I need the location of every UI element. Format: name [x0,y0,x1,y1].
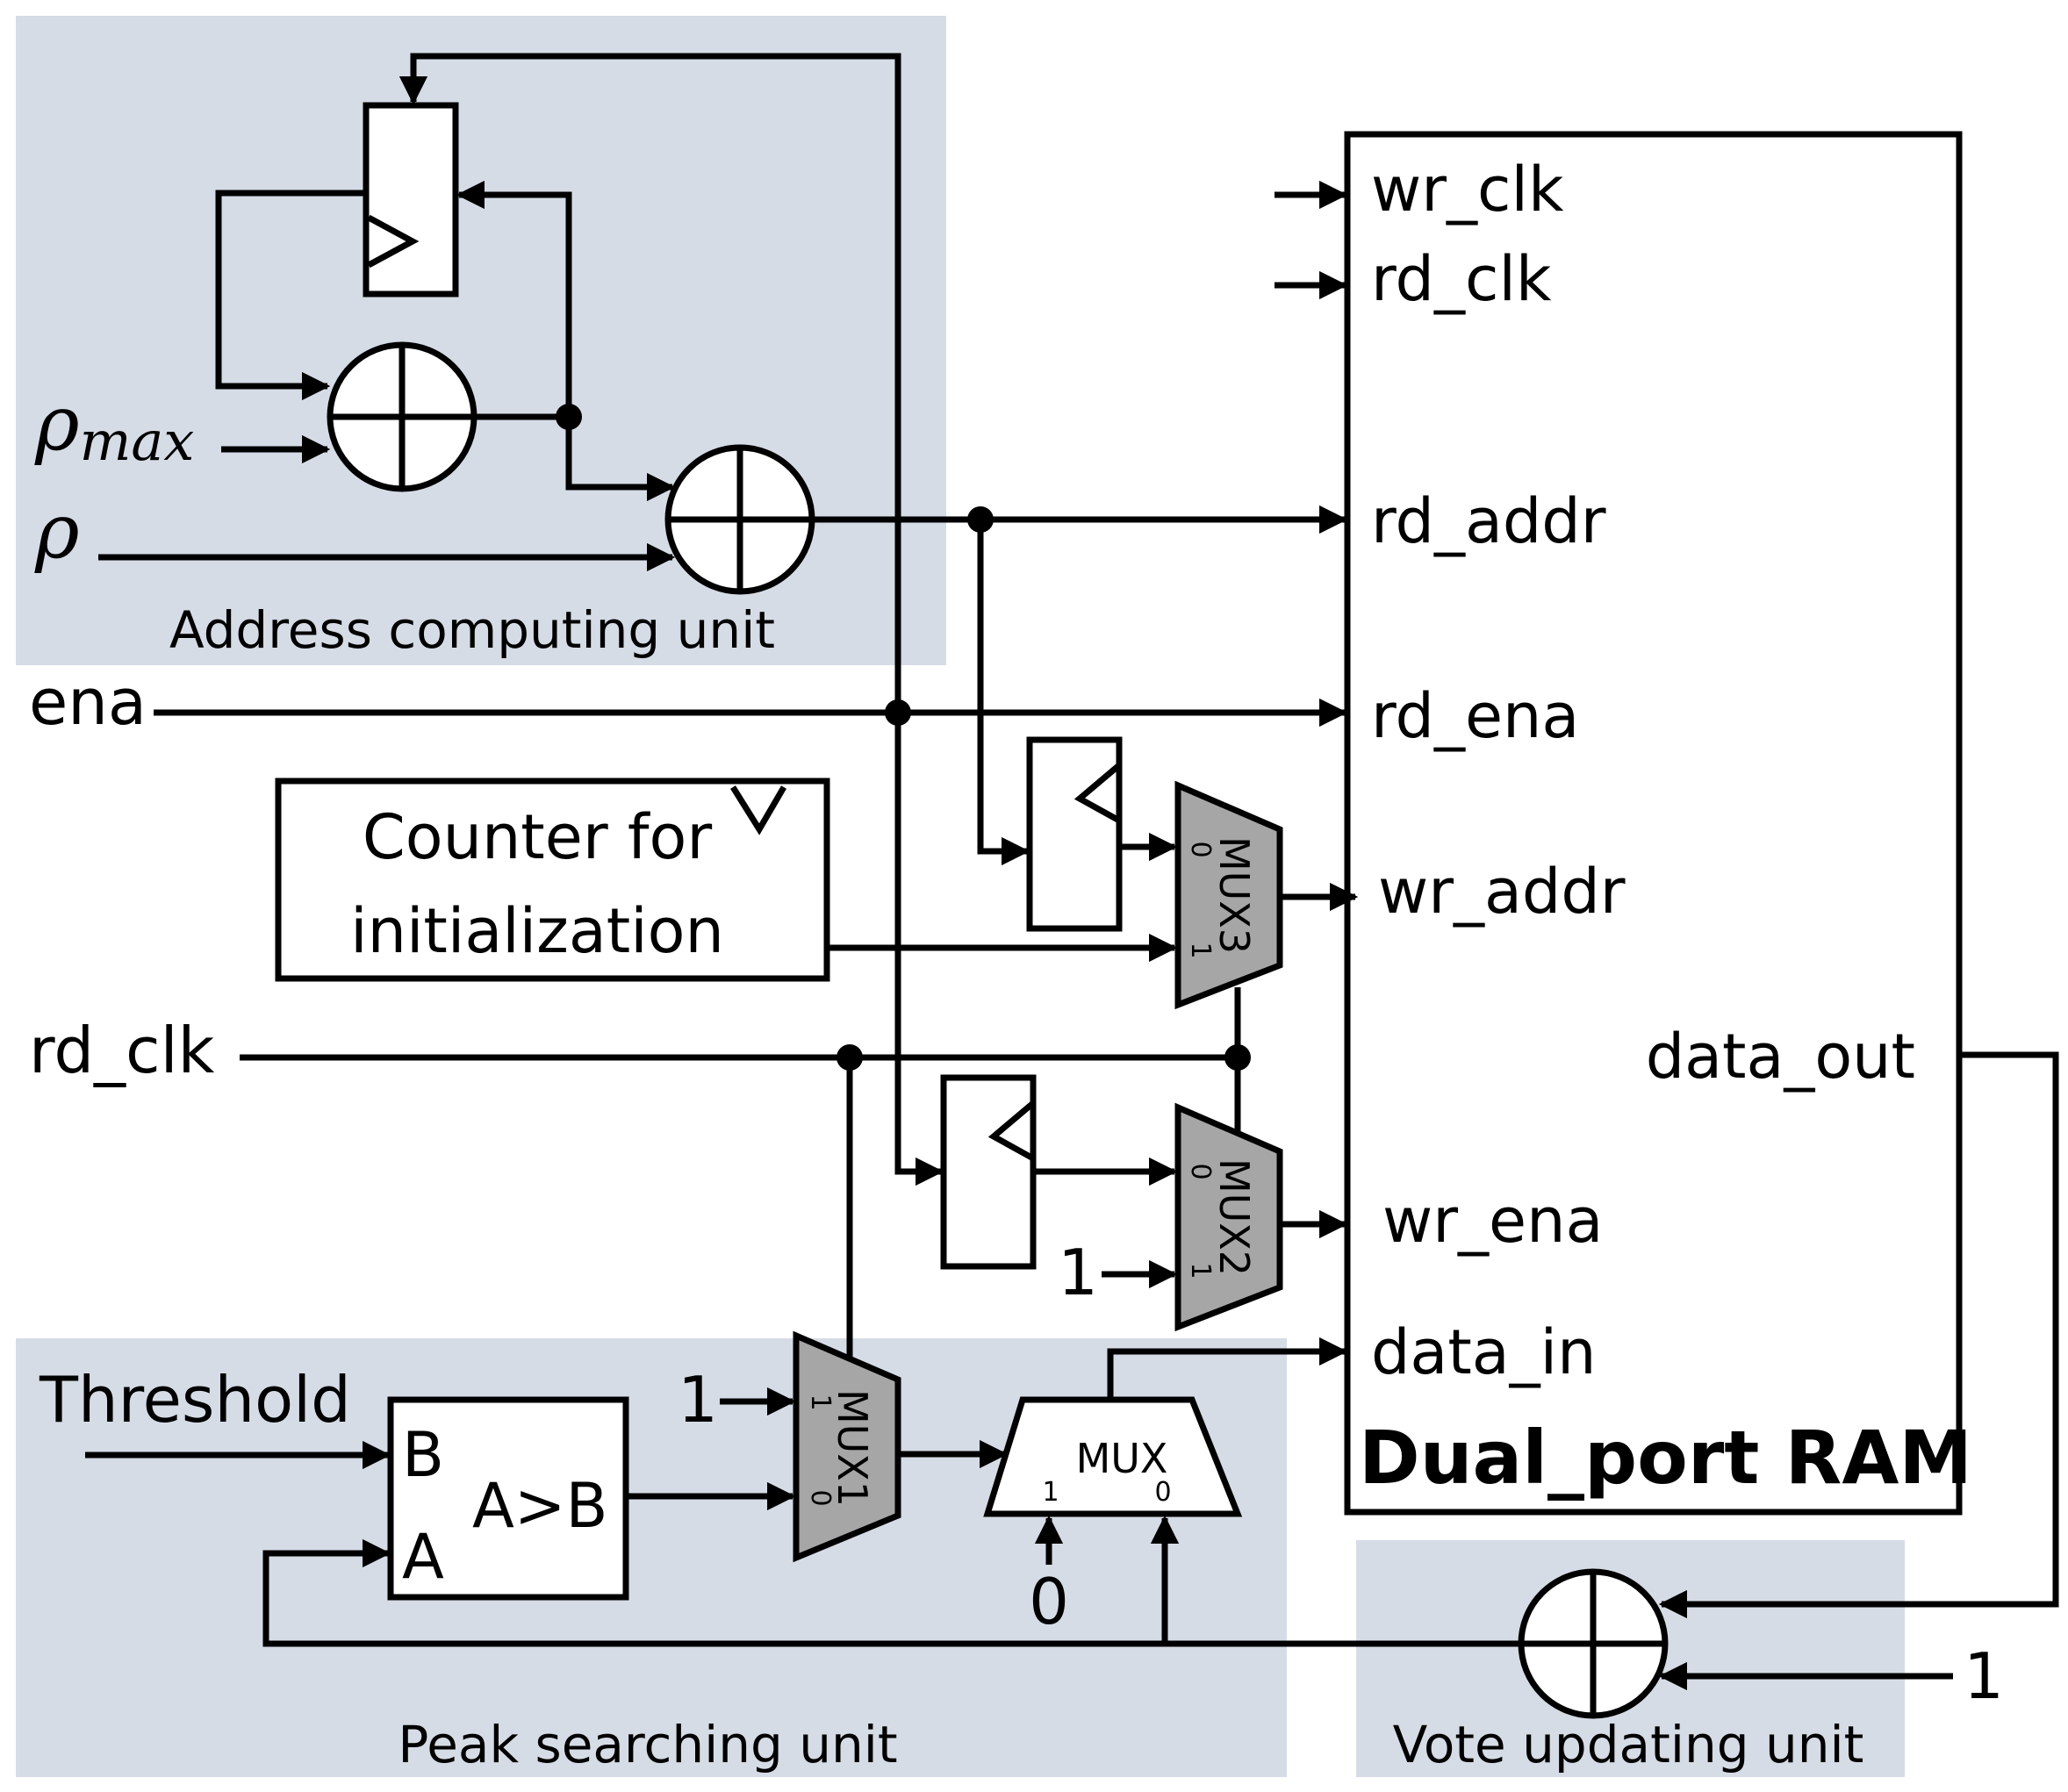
register-clock-mark [367,214,420,269]
threshold-label: Threshold [39,1363,351,1437]
wr-addr-register [1026,736,1123,932]
address-register [363,102,459,297]
rho-label: ρ [34,488,80,576]
adder1-to-register-wire [456,180,572,417]
port-data-out: data_out [1646,1021,1915,1093]
mux-to-data-in-wire [1107,1337,1348,1400]
ena-to-wr-ena-reg-wire [894,713,944,1186]
counter-line-1: Counter for [363,801,712,873]
dual-port-ram [1344,131,1963,1516]
address-unit-label: Address computing unit [169,600,775,660]
mux2-const-one: 1 [1058,1236,1098,1309]
port-rd-clk: rd_clk [1371,243,1552,315]
port-rd-ena: rd_ena [1371,680,1579,752]
adder1-to-adder2-wire [565,417,676,502]
mux3-sel0: 0 [1185,841,1216,857]
adder-1 [327,341,478,492]
port-wr-addr: wr_addr [1378,856,1626,928]
counter-line-2: initialization [350,895,724,967]
mux1 [793,1330,901,1563]
mux-data-label: MUX [1076,1435,1168,1482]
port-wr-ena: wr_ena [1382,1185,1603,1257]
mux-data [983,1396,1243,1517]
mux1-sel1: 1 [805,1394,836,1410]
vote-unit-label: Vote updating unit [1393,1715,1864,1774]
mux3-label: MUX3 [1210,836,1258,954]
vote-feedback-wire [262,1538,1521,1647]
mux1-sel0: 0 [805,1489,836,1506]
wr-ena-register-clock-mark [987,1100,1036,1162]
init-counter [275,778,830,982]
counter-clock-mark [730,785,787,835]
register-feedback-wire [215,190,366,401]
mux-data-sel0: 0 [1154,1477,1171,1508]
mux1-label: MUX1 [829,1389,876,1507]
comparator-op: A>B [472,1470,608,1542]
mux3 [1174,780,1283,1010]
vote-adder [1518,1568,1669,1719]
port-data-in: data_in [1371,1316,1596,1388]
peak-unit-label: Peak searching unit [398,1715,897,1774]
port-rd-addr: rd_addr [1371,485,1606,557]
mux2-label: MUX2 [1210,1158,1258,1276]
adder-2 [664,444,815,595]
mux2-sel1: 1 [1185,1262,1216,1279]
ena-to-register-wire [399,53,901,713]
mux2-sel0: 0 [1185,1163,1216,1179]
ram-title: Dual_port RAM [1359,1415,1972,1501]
rd-addr-to-reg3-wire [977,520,1030,866]
mux3-sel1: 1 [1185,942,1216,958]
wr-addr-register-clock-mark [1073,763,1122,824]
rho-max-label: ρmax [34,380,194,473]
mux1-const-one: 1 [678,1363,718,1437]
mux-data-sel1: 1 [1042,1477,1059,1508]
mux2 [1174,1102,1283,1332]
ena-label: ena [29,665,147,739]
junction-adder1 [556,404,582,430]
port-wr-clk: wr_clk [1371,154,1564,226]
data-out-wire [1658,1051,2059,1619]
mux-const-zero: 0 [1029,1565,1069,1638]
comparator-b: B [402,1419,444,1491]
vote-const-one: 1 [1964,1639,2004,1713]
address-unit-region [16,16,946,665]
rd-clk-label: rd_clk [29,1014,215,1087]
comparator-a: A [402,1521,444,1593]
comparator [387,1396,629,1601]
wr-ena-register [940,1074,1037,1270]
